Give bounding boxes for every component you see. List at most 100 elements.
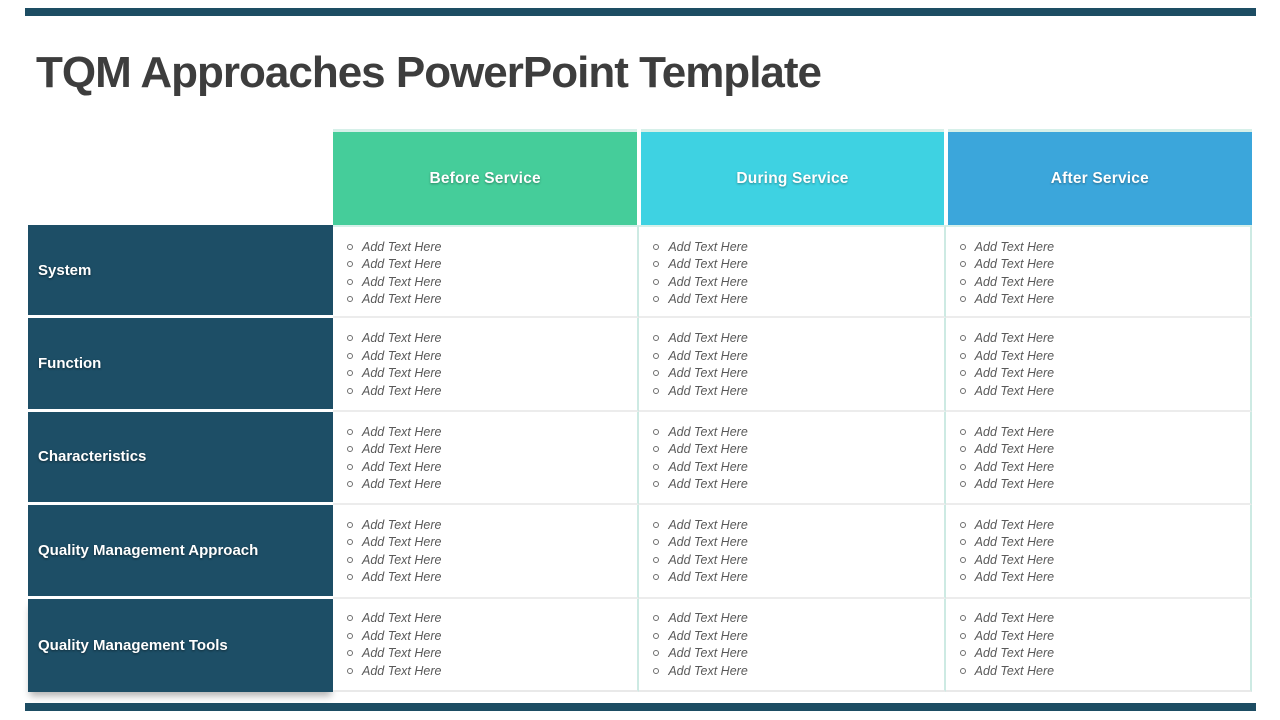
placeholder-text: Add Text Here [668, 646, 748, 661]
circle-bullet-icon [653, 278, 660, 285]
placeholder-text: Add Text Here [362, 424, 442, 439]
placeholder-text: Add Text Here [668, 274, 748, 289]
placeholder-item: Add Text Here [347, 662, 631, 680]
circle-bullet-icon [347, 481, 353, 488]
placeholder-item: Add Text Here [347, 475, 631, 493]
circle-bullet-icon [347, 539, 353, 546]
placeholder-text: Add Text Here [668, 552, 748, 567]
row-header-function: Function [28, 318, 333, 409]
circle-bullet-icon [347, 615, 353, 622]
placeholder-item: Add Text Here [959, 516, 1244, 534]
circle-bullet-icon [347, 556, 353, 563]
placeholder-item: Add Text Here [347, 551, 631, 569]
circle-bullet-icon [959, 428, 966, 435]
placeholder-text: Add Text Here [668, 442, 748, 457]
placeholder-item: Add Text Here [959, 382, 1244, 400]
placeholder-text: Add Text Here [974, 628, 1055, 643]
placeholder-text: Add Text Here [668, 292, 748, 307]
circle-bullet-icon [959, 296, 966, 303]
circle-bullet-icon [653, 667, 660, 674]
column-header-label: Before Service [429, 169, 541, 187]
placeholder-text: Add Text Here [362, 570, 442, 585]
placeholder-item: Add Text Here [959, 238, 1244, 256]
placeholder-text: Add Text Here [668, 628, 748, 643]
placeholder-item: Add Text Here [959, 569, 1244, 587]
placeholder-text: Add Text Here [362, 257, 442, 272]
placeholder-text: Add Text Here [668, 366, 748, 381]
placeholder-text: Add Text Here [668, 535, 748, 550]
circle-bullet-icon [959, 446, 966, 453]
placeholder-item: Add Text Here [653, 662, 937, 680]
circle-bullet-icon [653, 387, 660, 394]
placeholder-item: Add Text Here [347, 423, 631, 441]
placeholder-text: Add Text Here [362, 459, 442, 474]
placeholder-item: Add Text Here [347, 273, 631, 291]
circle-bullet-icon [653, 428, 660, 435]
placeholder-text: Add Text Here [362, 477, 442, 492]
placeholder-item: Add Text Here [959, 364, 1244, 382]
placeholder-item: Add Text Here [347, 256, 631, 274]
circle-bullet-icon [347, 428, 353, 435]
circle-bullet-icon [347, 296, 353, 303]
placeholder-item: Add Text Here [653, 440, 937, 458]
placeholder-item: Add Text Here [653, 329, 937, 347]
placeholder-item: Add Text Here [653, 534, 937, 552]
placeholder-text: Add Text Here [362, 628, 442, 643]
placeholder-item: Add Text Here [653, 273, 937, 291]
circle-bullet-icon [653, 352, 660, 359]
placeholder-item: Add Text Here [653, 516, 937, 534]
circle-bullet-icon [959, 632, 966, 639]
placeholder-text: Add Text Here [668, 570, 748, 585]
placeholder-item: Add Text Here [653, 291, 937, 309]
circle-bullet-icon [959, 352, 966, 359]
circle-bullet-icon [959, 370, 966, 377]
placeholder-item: Add Text Here [347, 440, 631, 458]
placeholder-text: Add Text Here [362, 517, 442, 532]
placeholder-item: Add Text Here [347, 516, 631, 534]
placeholder-text: Add Text Here [362, 292, 442, 307]
circle-bullet-icon [347, 352, 353, 359]
circle-bullet-icon [347, 335, 353, 342]
placeholder-item: Add Text Here [347, 569, 631, 587]
placeholder-item: Add Text Here [653, 627, 937, 645]
top-accent-bar [25, 8, 1256, 16]
placeholder-text: Add Text Here [974, 257, 1055, 272]
placeholder-text: Add Text Here [974, 611, 1055, 626]
circle-bullet-icon [347, 650, 353, 657]
placeholder-text: Add Text Here [974, 442, 1055, 457]
placeholder-text: Add Text Here [974, 646, 1055, 661]
row-header-label: Quality Management Tools [38, 636, 228, 654]
placeholder-text: Add Text Here [668, 517, 748, 532]
placeholder-text: Add Text Here [974, 331, 1055, 346]
placeholder-text: Add Text Here [974, 459, 1055, 474]
placeholder-text: Add Text Here [974, 348, 1055, 363]
circle-bullet-icon [347, 521, 353, 528]
circle-bullet-icon [959, 387, 966, 394]
placeholder-text: Add Text Here [668, 348, 748, 363]
placeholder-item: Add Text Here [347, 329, 631, 347]
circle-bullet-icon [959, 481, 966, 488]
placeholder-item: Add Text Here [959, 329, 1244, 347]
placeholder-item: Add Text Here [959, 610, 1244, 628]
circle-bullet-icon [653, 521, 660, 528]
circle-bullet-icon [959, 335, 966, 342]
placeholder-text: Add Text Here [362, 383, 442, 398]
placeholder-text: Add Text Here [974, 292, 1055, 307]
placeholder-text: Add Text Here [974, 424, 1055, 439]
circle-bullet-icon [347, 574, 353, 581]
